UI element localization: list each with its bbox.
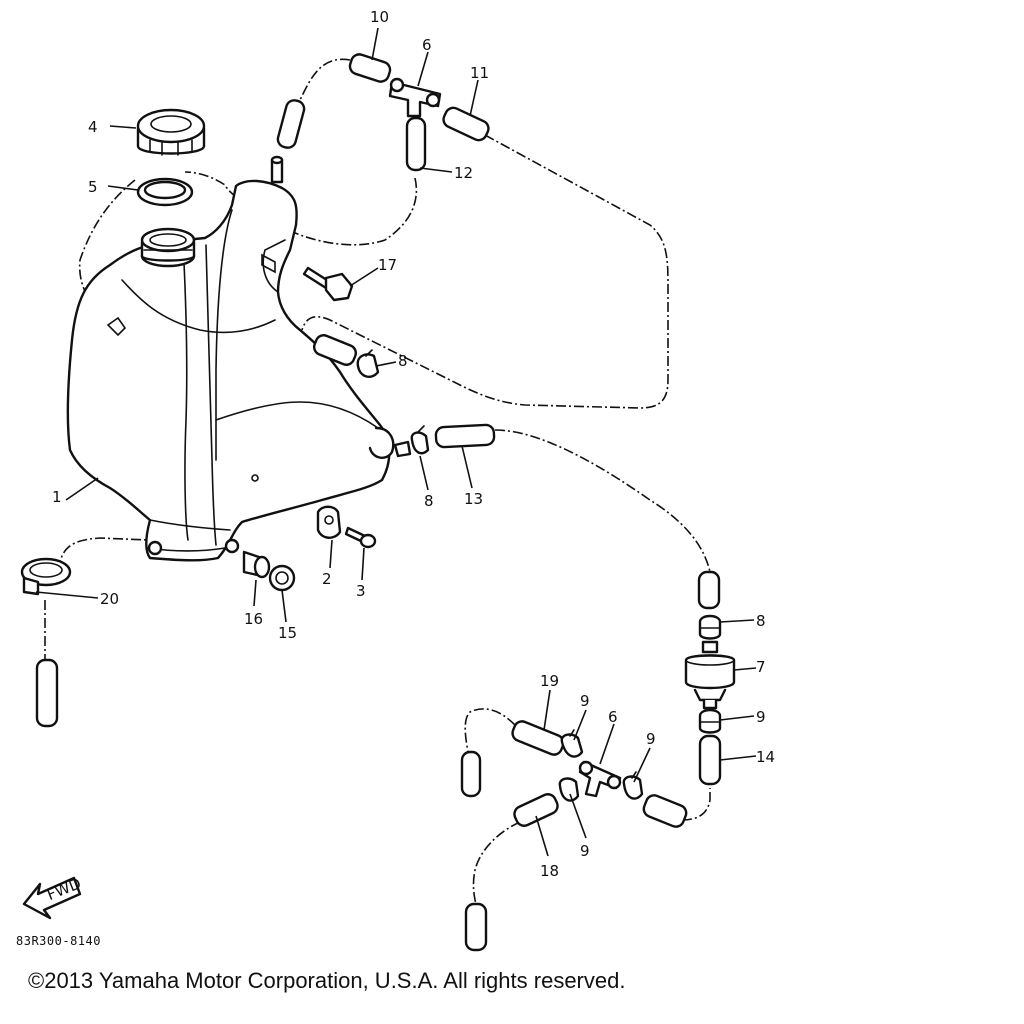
t-joint-upper bbox=[388, 77, 442, 118]
callout-7: 7 bbox=[756, 658, 766, 676]
band-clamp-20 bbox=[20, 557, 72, 596]
callout-13: 13 bbox=[464, 490, 483, 508]
copyright-notice: ©2013 Yamaha Motor Corporation, U.S.A. A… bbox=[28, 968, 626, 993]
callout-9-right: 9 bbox=[646, 730, 656, 748]
callout-6-upper: 6 bbox=[422, 36, 432, 54]
callout-20: 20 bbox=[100, 590, 119, 608]
callout-18: 18 bbox=[540, 862, 559, 880]
callout-2: 2 bbox=[322, 570, 332, 588]
t-joint-lower bbox=[578, 760, 622, 798]
fuel-filter-assembly bbox=[684, 570, 736, 786]
callout-15: 15 bbox=[278, 624, 297, 642]
bolt-3 bbox=[344, 526, 377, 549]
bracket-2 bbox=[316, 505, 342, 539]
callout-17: 17 bbox=[378, 256, 397, 274]
lower-t-joint-assembly bbox=[460, 720, 688, 952]
fuel-cap bbox=[136, 108, 206, 156]
callout-3: 3 bbox=[356, 582, 366, 600]
callout-9-filter: 9 bbox=[756, 708, 766, 726]
callout-6-lower: 6 bbox=[608, 708, 618, 726]
callout-1: 1 bbox=[52, 488, 62, 506]
callout-11: 11 bbox=[470, 64, 489, 82]
callout-9-bottom: 9 bbox=[580, 842, 590, 860]
diagram-part-code: 83R300-8140 bbox=[16, 934, 101, 948]
cap-gasket bbox=[136, 177, 194, 207]
callout-14: 14 bbox=[756, 748, 775, 766]
fwd-arrow-icon: FWD bbox=[22, 874, 84, 920]
hose-mid bbox=[312, 334, 380, 378]
fuel-tank bbox=[66, 155, 395, 562]
callout-5: 5 bbox=[88, 178, 98, 196]
callout-16: 16 bbox=[244, 610, 263, 628]
callout-8-filter: 8 bbox=[756, 612, 766, 630]
callout-19: 19 bbox=[540, 672, 559, 690]
bolt-17 bbox=[302, 266, 354, 302]
callout-4: 4 bbox=[88, 118, 98, 136]
grommet-15 bbox=[268, 564, 296, 592]
callout-12: 12 bbox=[454, 164, 473, 182]
callout-numbers: 1 2 3 4 5 6 6 7 8 8 8 9 9 9 9 10 11 12 1… bbox=[52, 8, 775, 880]
damper-16 bbox=[242, 550, 271, 579]
outlet-hose bbox=[393, 423, 496, 458]
upper-vent-hoses bbox=[276, 53, 490, 172]
callout-8-mid: 8 bbox=[398, 352, 408, 370]
leader-lines bbox=[35, 27, 757, 857]
drain-hose bbox=[35, 658, 59, 728]
callout-8-outlet: 8 bbox=[424, 492, 434, 510]
callout-9-left: 9 bbox=[580, 692, 590, 710]
callout-10: 10 bbox=[370, 8, 389, 26]
